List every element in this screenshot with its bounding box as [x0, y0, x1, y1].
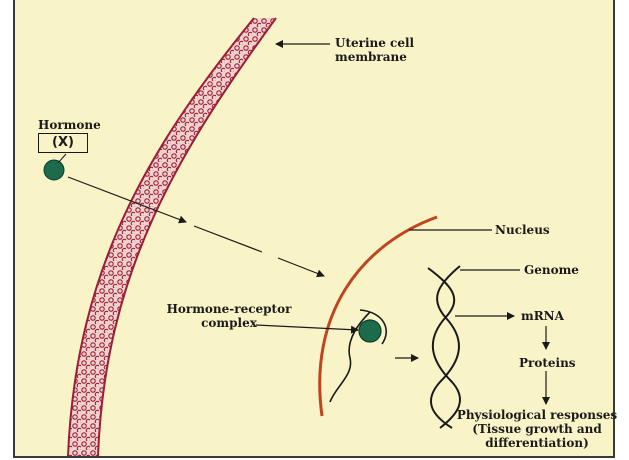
complex-label-line2: complex [158, 316, 300, 330]
complex-label: Hormone-receptor complex [158, 302, 300, 330]
complex-label-line1: Hormone-receptor [158, 302, 300, 316]
nucleus-label: Nucleus [495, 223, 550, 237]
responses-label-line1: Physiological responses [452, 408, 622, 422]
hormone-molecule [44, 160, 64, 180]
hormone-x-label: (X) [38, 133, 88, 153]
proteins-label: Proteins [519, 356, 576, 370]
membrane-label-line2: membrane [335, 50, 414, 64]
hormone-receptor-complex [359, 320, 381, 342]
responses-label: Physiological responses (Tissue growth a… [452, 408, 622, 450]
responses-label-line3: differentiation) [452, 436, 622, 450]
membrane-label-line1: Uterine cell [335, 36, 414, 50]
membrane-label: Uterine cell membrane [335, 36, 414, 64]
genome-label: Genome [524, 263, 579, 277]
responses-label-line2: (Tissue growth and [452, 422, 622, 436]
hormone-label: Hormone [38, 118, 101, 132]
mrna-label: mRNA [521, 309, 564, 323]
